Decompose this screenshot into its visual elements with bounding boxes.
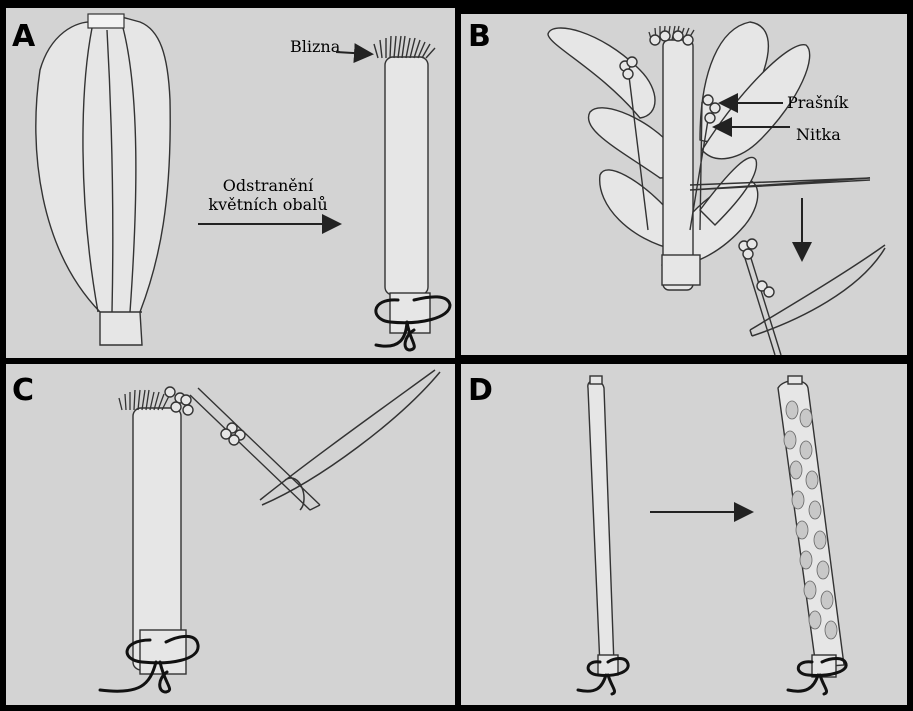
panel-d-letter: D: [468, 373, 493, 408]
panel-c: C: [6, 364, 455, 705]
step-label-line2: květních obalů: [208, 195, 327, 214]
panel-c-background: [6, 364, 455, 705]
step-label-line1: Odstranění: [223, 176, 314, 195]
stigma-label: Blizna: [290, 37, 341, 56]
panel-a: A Odstranění květních obalů Blizna: [6, 8, 455, 358]
panel-c-letter: C: [12, 373, 34, 408]
anther-label: Prašník: [787, 93, 849, 112]
filament-label: Nitka: [796, 125, 841, 144]
panel-b-letter: B: [468, 19, 491, 54]
panel-b: B Prašník Nitka: [461, 14, 907, 355]
panel-a-letter: A: [12, 19, 36, 54]
panel-d: D: [461, 364, 907, 705]
